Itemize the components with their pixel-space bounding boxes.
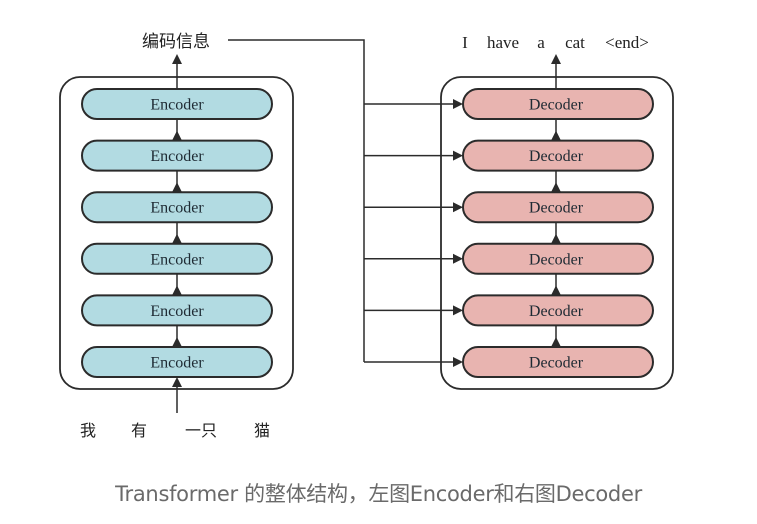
encoder-block-label: Encoder (150, 148, 204, 165)
decoder-block-label: Decoder (529, 97, 584, 114)
encoder-input-tokens: 我 有 一只 猫 (80, 421, 270, 440)
encoder-block: Encoder (81, 294, 273, 327)
output-token: I (462, 33, 468, 52)
encoder-block-label: Encoder (150, 251, 204, 268)
arrowhead-icon (551, 337, 561, 347)
decoder-stack-container (440, 76, 674, 390)
arrowhead-icon (453, 99, 463, 109)
encoder-block: Encoder (81, 242, 273, 275)
arrowhead-icon (172, 130, 182, 141)
arrowhead-icon (453, 150, 463, 161)
decoder-block: Decoder (462, 242, 654, 275)
arrowhead-icon (172, 54, 182, 64)
output-token: a (537, 33, 545, 52)
encoded-info-bus (228, 39, 365, 362)
encoder-output-label: 编码信息 (142, 32, 210, 52)
decoder-block-label: Decoder (529, 251, 584, 268)
decoder-block: Decoder (462, 139, 654, 172)
decoder-block-label: Decoder (529, 148, 584, 165)
arrowhead-icon (172, 285, 182, 296)
decoder-block: Decoder (462, 191, 654, 224)
encoder-block-label: Encoder (150, 355, 204, 372)
arrowhead-icon (172, 337, 182, 347)
encoder-block: Encoder (81, 88, 273, 120)
arrowhead-icon (551, 182, 561, 193)
arrowhead-icon (551, 233, 561, 244)
encoder-block: Encoder (81, 346, 273, 378)
encoder-blocks: EncoderEncoderEncoderEncoderEncoderEncod… (81, 88, 273, 378)
arrowhead-icon (551, 54, 561, 64)
output-token: cat (565, 33, 585, 52)
encoder-block: Encoder (81, 191, 273, 224)
output-token: <end> (605, 33, 649, 52)
output-token: have (487, 33, 519, 52)
decoder-block-label: Decoder (529, 200, 584, 217)
encoder-block-label: Encoder (150, 200, 204, 217)
input-token: 我 (80, 421, 96, 440)
decoder-block: Decoder (462, 346, 654, 378)
arrowhead-icon (551, 130, 561, 141)
arrowhead-icon (453, 305, 463, 316)
encoder-block: Encoder (81, 139, 273, 172)
transformer-diagram: EncoderEncoderEncoderEncoderEncoderEncod… (59, 32, 674, 440)
input-token: 一只 (185, 421, 217, 440)
decoder-blocks: DecoderDecoderDecoderDecoderDecoderDecod… (462, 88, 654, 378)
input-token: 有 (131, 421, 147, 440)
arrowhead-icon (453, 202, 463, 213)
encoder-block-label: Encoder (150, 303, 204, 320)
encoder-block-label: Encoder (150, 97, 204, 114)
input-token: 猫 (254, 421, 270, 440)
figure-caption: Transformer 的整体结构，左图Encoder和右图Decoder (115, 482, 642, 506)
arrowhead-icon (172, 377, 182, 387)
decoder-block: Decoder (462, 294, 654, 327)
decoder-block-label: Decoder (529, 355, 584, 372)
arrowhead-icon (172, 233, 182, 244)
arrowhead-icon (551, 285, 561, 296)
arrowhead-icon (453, 357, 463, 367)
arrowhead-icon (172, 182, 182, 193)
connectors (172, 39, 561, 413)
decoder-block: Decoder (462, 88, 654, 120)
decoder-block-label: Decoder (529, 303, 584, 320)
arrowhead-icon (453, 253, 463, 264)
